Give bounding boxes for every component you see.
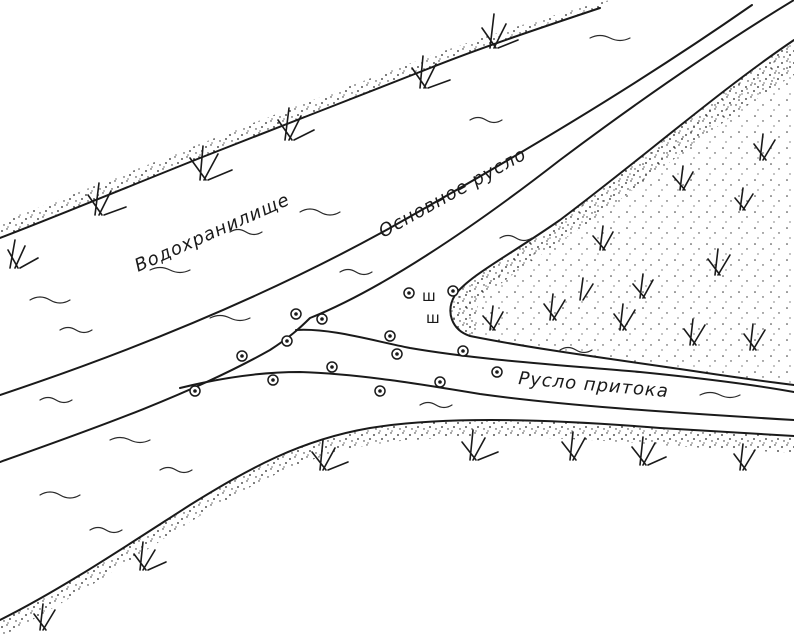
fish-spot-marker	[190, 386, 200, 396]
fish-spot-marker	[282, 336, 292, 346]
weed-symbols: ш ш	[422, 287, 440, 327]
weed-symbol: ш	[422, 287, 436, 305]
fish-spot-marker	[448, 286, 458, 296]
fish-spot-marker	[435, 377, 445, 387]
main-channel-label: Основное русло	[375, 144, 530, 243]
fish-spot-marker	[404, 288, 414, 298]
fish-spot-marker	[458, 346, 468, 356]
fish-spot-marker	[492, 367, 502, 377]
fish-spot-marker	[385, 331, 395, 341]
fish-spot-marker	[327, 362, 337, 372]
fish-spot-marker	[237, 351, 247, 361]
weed-symbol: ш	[426, 309, 440, 327]
fish-spot-marker	[291, 309, 301, 319]
fish-spot-marker	[317, 314, 327, 324]
fish-spot-marker	[268, 375, 278, 385]
reservoir-label: Водохранилище	[131, 189, 293, 276]
fish-spot-marker	[375, 386, 385, 396]
fish-spot-marker	[392, 349, 402, 359]
